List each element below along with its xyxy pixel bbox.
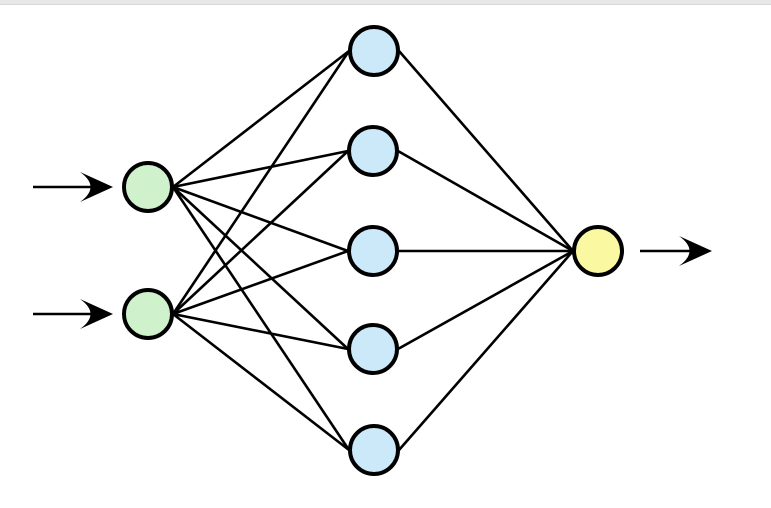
edge-input-2-hidden-1 [171,50,351,315]
edge-input-1-hidden-4 [172,186,349,350]
output-arrow-head-icon [679,236,712,266]
edge-input-2-hidden-5 [172,312,350,452]
node-hidden-3 [347,225,399,277]
edge-hidden-4-output-1 [397,249,574,351]
node-hidden-2 [347,125,399,177]
edge-hidden-5-output-1 [398,250,574,451]
edge-input-2-hidden-3 [172,249,349,316]
node-hidden-4 [347,323,399,375]
edge-input-1-hidden-3 [172,185,349,253]
edge-hidden-2-output-1 [397,149,574,253]
node-output-1 [572,225,624,277]
edge-input-1-hidden-1 [172,49,350,189]
edge-input-2-hidden-4 [172,312,349,351]
edge-input-2-hidden-2 [172,150,349,315]
node-hidden-1 [348,25,400,77]
window-top-edge [0,0,771,5]
node-input-2 [122,288,174,340]
node-input-1 [122,161,174,213]
edge-input-1-hidden-2 [172,149,349,189]
edge-input-1-hidden-5 [171,186,351,451]
node-hidden-5 [348,424,400,476]
edge-hidden-1-output-1 [398,50,574,252]
input-arrow-1-head-icon [80,172,113,202]
input-arrow-2-head-icon [80,299,113,329]
